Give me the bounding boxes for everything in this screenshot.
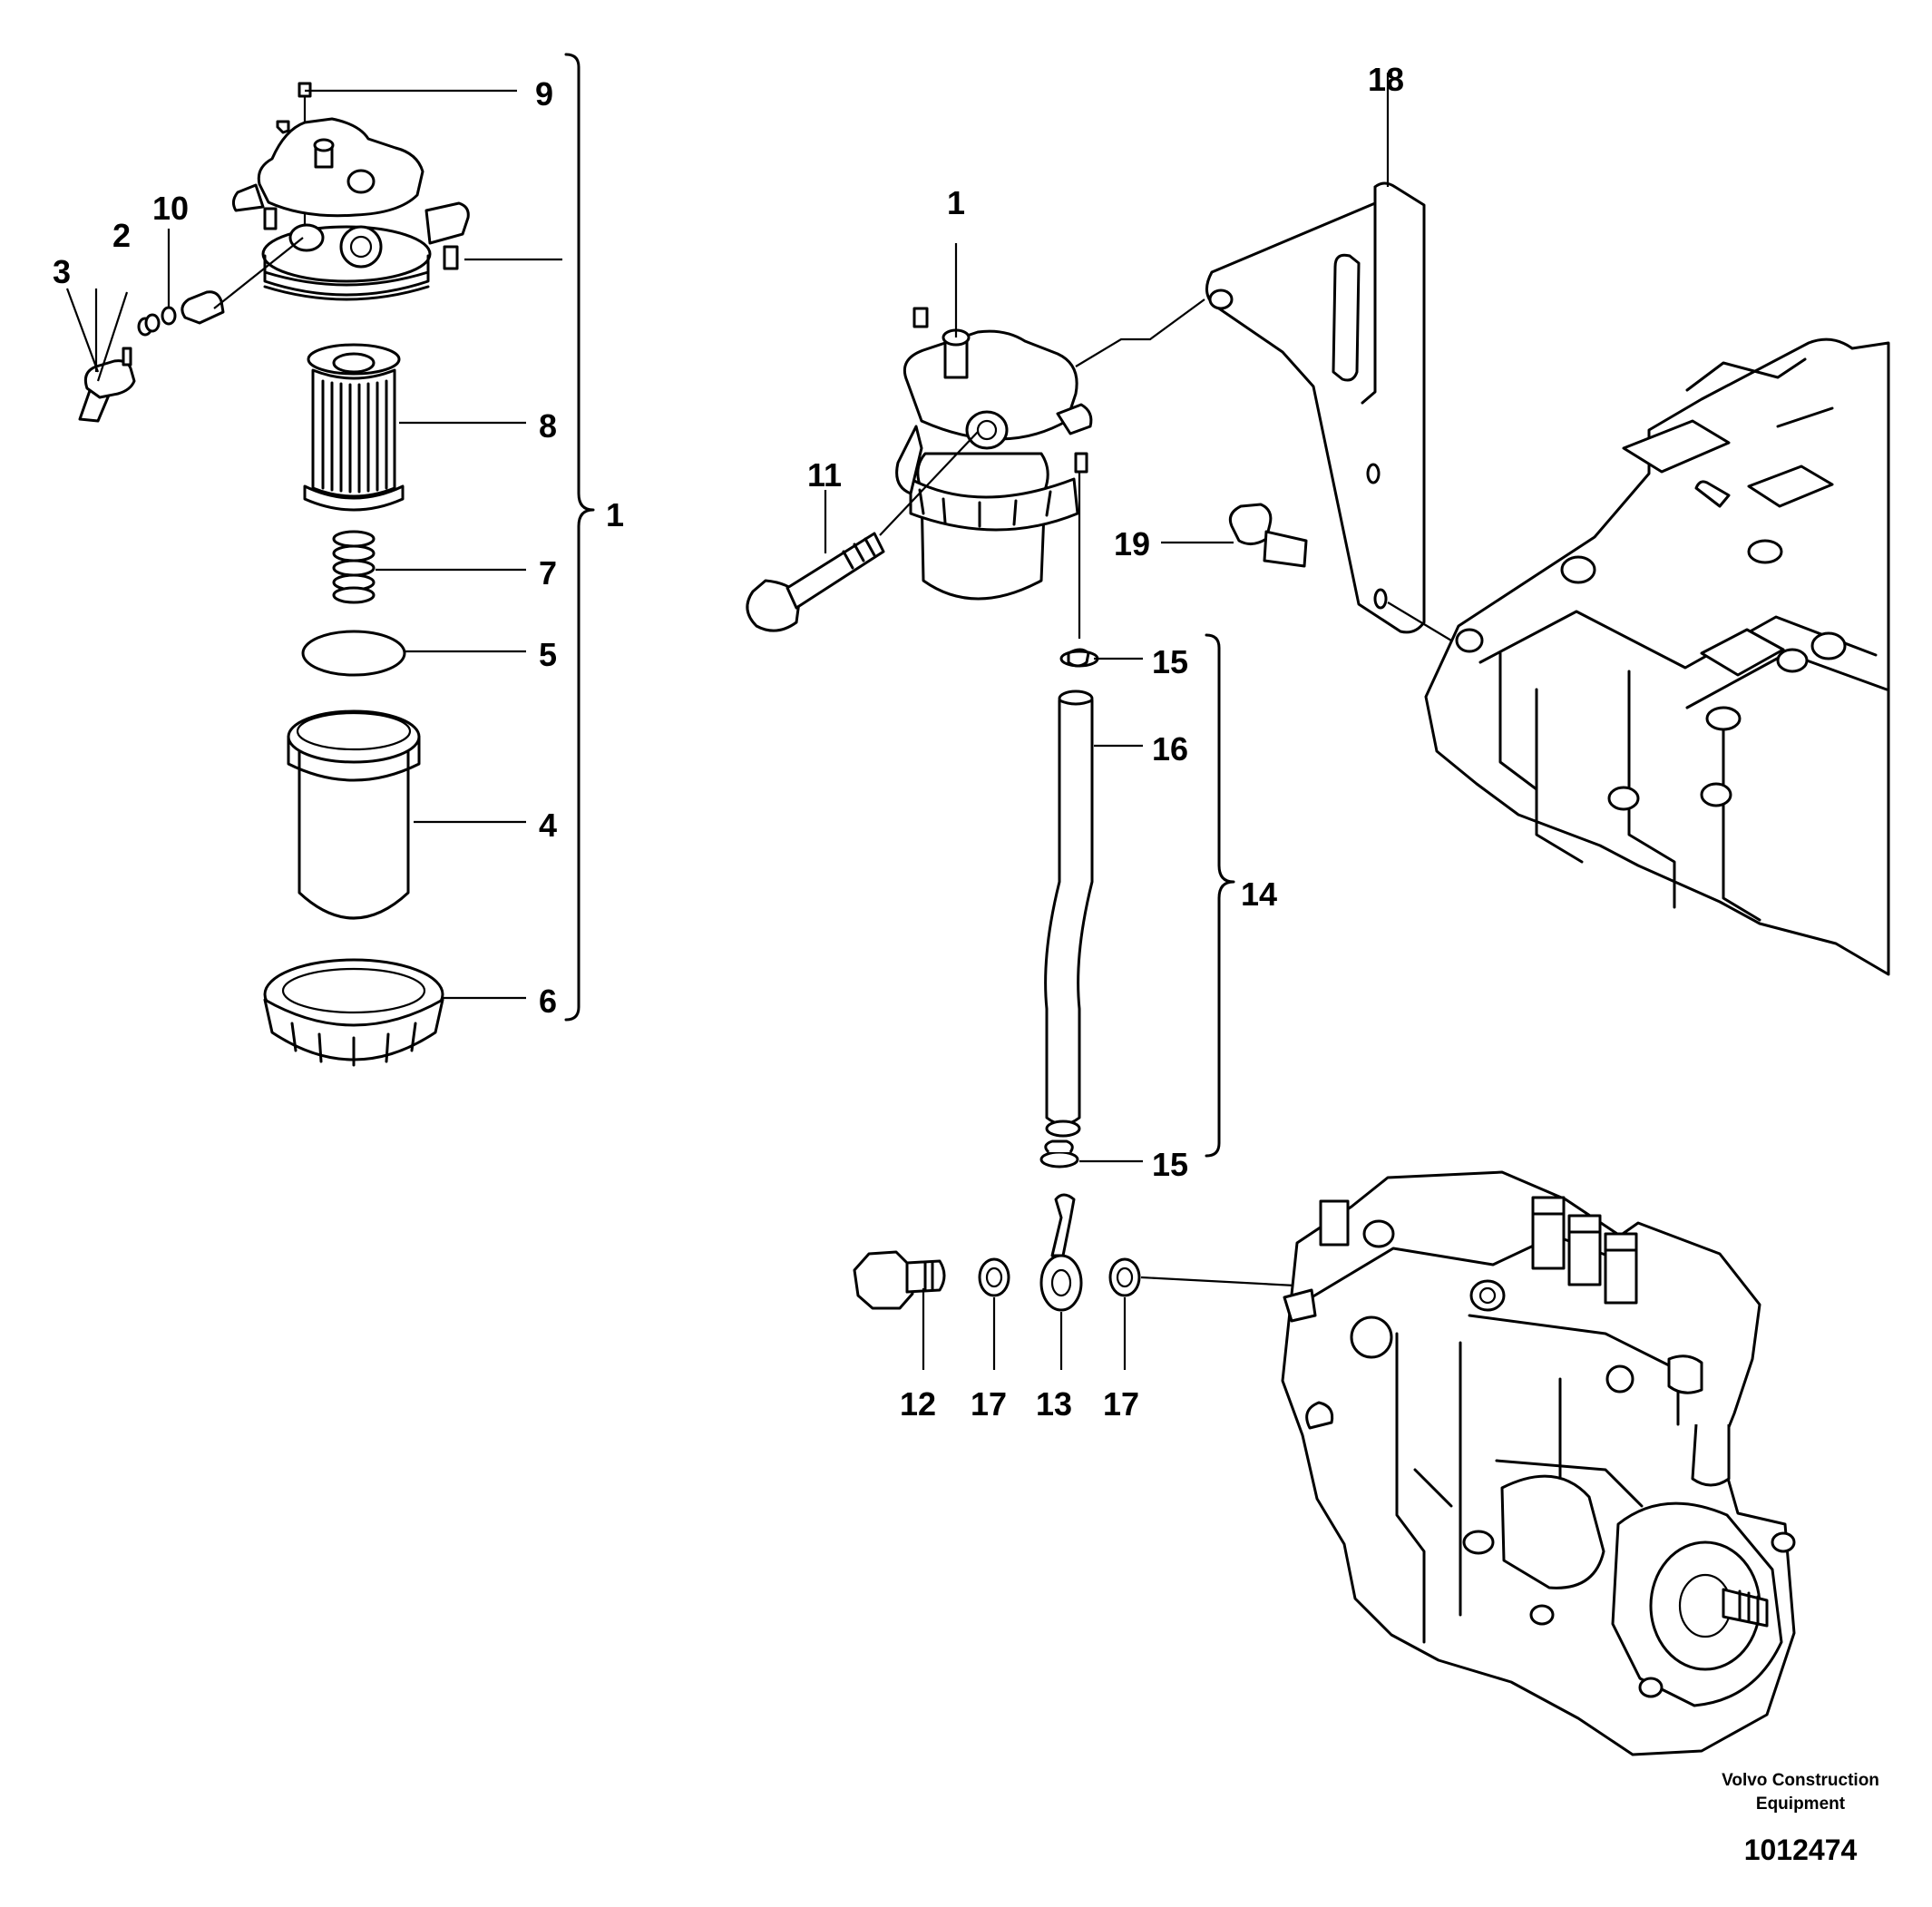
leader-lines-left xyxy=(65,89,562,1000)
banjo-bolt-11 xyxy=(746,431,979,632)
drain-cock-parts xyxy=(78,237,304,423)
callout-6: 6 xyxy=(539,983,557,1020)
exploded-filter-assembly xyxy=(65,53,595,1067)
o-ring xyxy=(301,630,406,677)
callout-9: 9 xyxy=(535,75,553,112)
callout-5: 5 xyxy=(539,636,557,673)
callout-18: 18 xyxy=(1368,61,1404,98)
callout-15-bottom: 15 xyxy=(1152,1146,1188,1183)
callout-13: 13 xyxy=(1036,1385,1072,1423)
cylinder-head xyxy=(1424,337,1890,976)
callout-labels: 9 10 2 3 8 1 7 5 4 6 18 1 11 19 15 16 14… xyxy=(53,61,1404,1423)
filter-head xyxy=(231,82,470,301)
callout-17-a: 17 xyxy=(971,1385,1007,1423)
callout-1-group: 1 xyxy=(606,496,624,533)
callout-8: 8 xyxy=(539,407,557,445)
spring xyxy=(332,530,376,604)
callout-14: 14 xyxy=(1241,875,1277,913)
assembled-filter xyxy=(895,243,1205,639)
callout-3: 3 xyxy=(53,253,71,290)
figure-number: 1012474 xyxy=(1744,1834,1858,1866)
filter-bowl xyxy=(287,709,421,920)
footer: Volvo Construction Equipment 1012474 xyxy=(1722,1771,1879,1866)
callout-12: 12 xyxy=(900,1385,936,1423)
mounting-bracket xyxy=(1161,73,1461,647)
callout-1: 1 xyxy=(947,184,965,221)
group-brace-14 xyxy=(1205,633,1235,1158)
company-name-line1: Volvo Construction xyxy=(1722,1771,1879,1790)
callout-16: 16 xyxy=(1152,730,1188,768)
filter-element xyxy=(303,343,405,512)
callout-7: 7 xyxy=(539,554,557,592)
callout-11: 11 xyxy=(807,456,842,494)
banjo-fitting-parts xyxy=(853,1193,1485,1370)
injection-pump xyxy=(1281,1170,1796,1756)
callout-17-b: 17 xyxy=(1103,1385,1139,1423)
callout-19: 19 xyxy=(1114,525,1150,562)
callout-10: 10 xyxy=(152,190,189,227)
fuel-hose xyxy=(1039,633,1235,1169)
callout-4: 4 xyxy=(539,807,557,844)
ring-nut xyxy=(263,958,444,1067)
company-name-line2: Equipment xyxy=(1756,1795,1846,1814)
callout-15-top: 15 xyxy=(1152,643,1188,680)
group-brace-1 xyxy=(564,53,595,1022)
callout-2: 2 xyxy=(112,217,131,254)
